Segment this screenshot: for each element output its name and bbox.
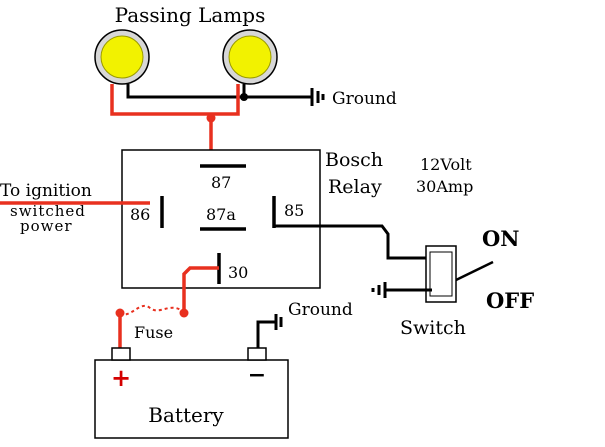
ignition-label-line3: power [20, 217, 73, 235]
pin-87a-label: 87a [206, 205, 236, 224]
ground-symbol-switch [371, 282, 387, 298]
lamp-left [94, 29, 150, 85]
battery-ground-wire [256, 320, 276, 348]
ground-label-battery: Ground [288, 300, 353, 320]
pin-85-label: 85 [284, 201, 304, 220]
passing-lamps-title: Passing Lamps [115, 3, 266, 27]
battery [94, 347, 289, 439]
switch-label: Switch [400, 317, 466, 339]
pin-30-feed-wire [182, 266, 219, 316]
ignition-label-line1: To ignition [0, 181, 92, 201]
ignition-label-line2: switched [10, 202, 86, 220]
ground-symbol-battery [274, 314, 283, 330]
fuse-element [119, 305, 185, 316]
amperage-label: 30Amp [416, 177, 473, 196]
pin-86-label: 86 [130, 205, 150, 224]
ground-junction-dot [240, 93, 248, 101]
switch-off-label: OFF [486, 288, 534, 313]
relay-body [121, 149, 321, 289]
battery-plus-sign: + [111, 363, 131, 392]
lamp-feed-junction [206, 113, 216, 123]
voltage-label: 12Volt [420, 155, 472, 174]
pin-30-label: 30 [228, 263, 248, 282]
switch [425, 245, 494, 303]
lamp-power-wire [110, 84, 240, 116]
fuse-label: Fuse [134, 323, 173, 342]
fuse-right-terminal [179, 308, 189, 318]
switch-on-label: ON [482, 226, 520, 251]
battery-label: Battery [148, 403, 224, 427]
lamp-right [222, 29, 278, 85]
lamp-ground-wire [126, 84, 312, 99]
relay-word-label: Relay [328, 176, 382, 198]
pin-85-to-switch-wire [274, 224, 430, 260]
ground-label-top: Ground [332, 89, 397, 109]
ground-symbol-top [310, 88, 325, 106]
pin-87-label: 87 [211, 173, 231, 192]
relay-brand-label: Bosch [325, 149, 383, 171]
battery-minus-sign: − [248, 362, 266, 388]
